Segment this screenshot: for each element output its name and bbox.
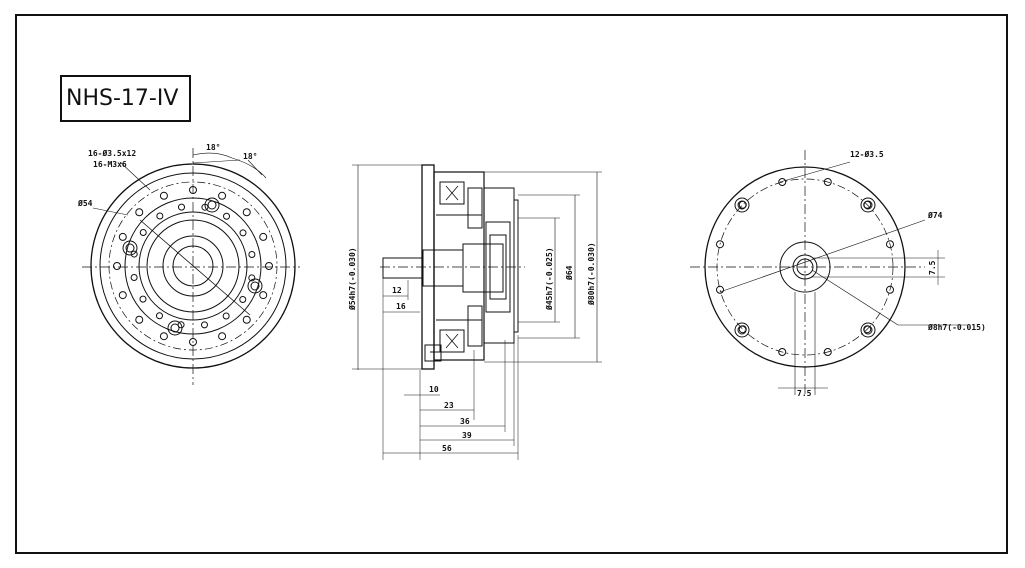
rear-bore-label: Ø8h7(-0.015) xyxy=(927,322,986,332)
screw-head xyxy=(863,200,873,210)
side-view xyxy=(352,164,602,460)
bolt-hole xyxy=(223,212,231,220)
bolt-hole xyxy=(156,212,164,220)
bolt-hole xyxy=(248,274,256,282)
bolt-hole xyxy=(218,332,227,341)
bolt-hole xyxy=(178,203,186,211)
bolt-hole xyxy=(155,312,163,320)
bolt-hole xyxy=(135,315,144,324)
side-dia-64: Ø64 xyxy=(564,265,574,281)
drawing-frame xyxy=(15,14,1008,554)
rear-key-width-v: 7.5 xyxy=(797,389,812,398)
bolt-hole xyxy=(118,291,127,300)
dim-56: 56 xyxy=(442,444,452,453)
front-angle-b: 18° xyxy=(243,152,257,161)
screw-head xyxy=(734,197,750,213)
screw-head xyxy=(734,322,750,338)
screw-head xyxy=(863,325,873,335)
front-angle-a: 18° xyxy=(206,143,220,152)
bolt-hole xyxy=(886,240,895,249)
bolt-hole xyxy=(200,321,208,329)
bolt-hole xyxy=(778,177,787,186)
side-dia-outer: Ø80h7(-0.030) xyxy=(586,242,596,306)
rear-hole-spec: 12-Ø3.5 xyxy=(850,149,884,159)
screw-head xyxy=(860,197,876,213)
bolt-hole xyxy=(823,348,832,357)
dim-23: 23 xyxy=(444,401,454,410)
bolt-hole xyxy=(715,285,724,294)
bolt-hole xyxy=(130,250,138,258)
rear-key-width-h: 7.5 xyxy=(928,260,937,275)
bolt-hole xyxy=(242,315,251,324)
dim-10: 10 xyxy=(429,385,439,394)
bolt-hole xyxy=(139,228,147,236)
bolt-hole xyxy=(113,262,121,270)
bolt-hole xyxy=(823,177,832,186)
screw-head xyxy=(247,278,263,294)
bolt-hole xyxy=(778,348,787,357)
dim-39: 39 xyxy=(462,431,472,440)
bolt-hole xyxy=(139,295,147,303)
side-dia-shaft: Ø54h7(-0.030) xyxy=(347,247,357,311)
screw-head xyxy=(737,325,747,335)
side-dia-inner: Ø45h7(-0.025) xyxy=(544,247,554,311)
screw-head xyxy=(125,243,135,253)
screw-head xyxy=(737,200,747,210)
bolt-hole xyxy=(135,208,144,217)
bolt-hole xyxy=(189,186,197,194)
bolt-hole xyxy=(886,285,895,294)
front-pcd-label: Ø54 xyxy=(77,198,93,208)
front-view xyxy=(82,148,300,385)
dim-12: 12 xyxy=(392,286,402,295)
dim-36: 36 xyxy=(460,417,470,426)
screw-head xyxy=(122,240,138,256)
screw-head xyxy=(250,281,260,291)
bolt-hole xyxy=(715,240,724,249)
bolt-hole xyxy=(159,191,168,200)
model-title: NHS-17-IV xyxy=(60,75,191,122)
bolt-hole xyxy=(159,332,168,341)
bolt-hole xyxy=(239,296,247,304)
bolt-hole xyxy=(189,338,197,346)
screw-head xyxy=(167,320,183,336)
bolt-hole xyxy=(259,291,268,300)
screw-head xyxy=(207,200,217,210)
screw-head xyxy=(170,323,180,333)
rear-pcd-label: Ø74 xyxy=(927,210,943,220)
bolt-hole xyxy=(239,229,247,237)
bolt-hole xyxy=(222,312,230,320)
bolt-hole xyxy=(218,191,227,200)
bolt-hole xyxy=(265,262,273,270)
bolt-hole xyxy=(118,232,127,241)
screw-head xyxy=(860,322,876,338)
screw-head xyxy=(204,197,220,213)
rear-view xyxy=(690,150,968,395)
bolt-hole xyxy=(248,251,256,259)
front-hole-spec-2: 16-M3x6 xyxy=(93,160,127,169)
dim-16: 16 xyxy=(396,302,406,311)
bolt-hole xyxy=(259,232,268,241)
bolt-hole xyxy=(130,273,138,281)
bolt-hole xyxy=(242,208,251,217)
front-hole-spec-1: 16-Ø3.5x12 xyxy=(88,148,136,158)
